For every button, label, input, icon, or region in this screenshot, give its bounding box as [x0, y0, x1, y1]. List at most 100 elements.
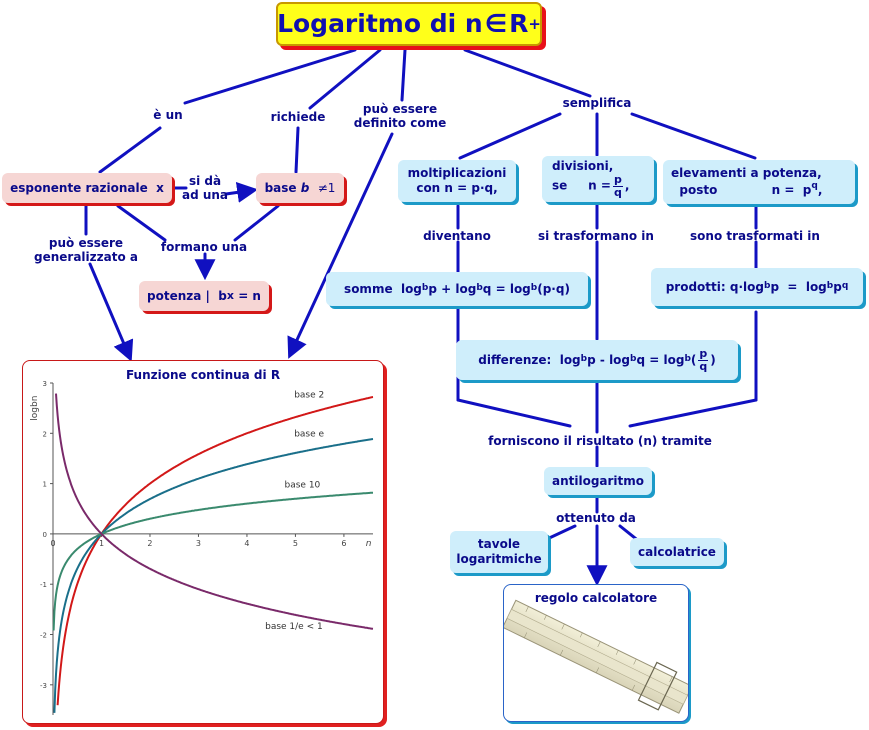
link-definito-come-line2: definito come: [353, 116, 447, 131]
somme-log-2: log: [455, 281, 477, 296]
node-elevamenti[interactable]: elevamenti a potenza, posto n = pq,: [663, 160, 855, 204]
y-tick-label-2: 2: [43, 430, 47, 438]
link-formano-una: formano una: [160, 240, 248, 254]
title-set: R: [509, 9, 529, 39]
x-tick-label-1: 1: [99, 539, 104, 548]
elevamenti-q: q: [811, 181, 818, 191]
elevamenti-n-eq: n =: [771, 183, 795, 197]
potenza-eq: = n: [238, 288, 261, 303]
differenze-den: q: [699, 359, 708, 373]
somme-q: q: [482, 281, 492, 296]
link-si-da-line1: si dà: [188, 174, 222, 188]
calcolatrice-label: calcolatrice: [638, 544, 716, 559]
node-calcolatrice[interactable]: calcolatrice: [630, 538, 724, 566]
title-text: Logaritmo di n: [277, 9, 483, 39]
node-moltiplicazioni[interactable]: moltiplicazioni con n = p·q,: [398, 160, 516, 202]
prodotti-log-1: log: [743, 279, 764, 294]
series-label-1: base 2: [294, 390, 324, 400]
divisioni-line1: divisioni,: [552, 159, 614, 174]
differenze-close: ): [710, 352, 716, 367]
differenze-base-1: b: [580, 354, 588, 365]
x-tick-label-6: 6: [341, 539, 346, 548]
link-generalizzato-line2: generalizzato a: [34, 250, 138, 265]
link-e-un: è un: [153, 108, 183, 122]
link-semplifica: semplifica: [562, 96, 632, 110]
elevamenti-p: p: [802, 183, 812, 197]
differenze-log-3: log: [663, 352, 685, 367]
node-antilogaritmo[interactable]: antilogaritmo: [544, 467, 652, 495]
base-label: base: [264, 180, 297, 195]
tavole-line2: logaritmiche: [456, 552, 542, 566]
prodotti-label: prodotti:: [665, 279, 726, 294]
prodotti-eq: =: [787, 279, 798, 294]
x-tick-label-4: 4: [244, 539, 249, 548]
slide-rule-image: [504, 599, 688, 714]
somme-p: p: [428, 281, 437, 296]
link-si-da-ad-una: si dà ad una: [182, 174, 228, 203]
differenze-base-3: b: [684, 354, 691, 365]
divisioni-comma: ,: [624, 179, 630, 193]
prodotti-log-2: log: [805, 279, 827, 294]
series-label-3: base 10: [285, 480, 321, 490]
link-forniscono: forniscono il risultato (n) tramite: [488, 434, 712, 448]
link-puo-essere-gen-line1: può essere: [48, 236, 124, 250]
prodotti-q-sup: q: [841, 281, 849, 292]
series-line-3: [52, 491, 373, 631]
base-condition: ≠1: [317, 180, 336, 195]
elevamenti-line1: elevamenti a potenza,: [671, 166, 822, 180]
series-line-4: [55, 393, 374, 630]
somme-log-3: log: [509, 281, 531, 296]
differenze-q: q: [636, 352, 646, 367]
regolo-title: regolo calcolatore: [534, 591, 658, 605]
node-esponente-razionale[interactable]: esponente razionale x: [2, 173, 172, 203]
differenze-p: p: [587, 352, 596, 367]
divisioni-den: q: [613, 186, 622, 199]
differenze-log-1: log: [559, 352, 581, 367]
link-diventano: diventano: [423, 229, 491, 243]
tavole-line1: tavole: [477, 537, 521, 551]
regolo-calcolatore-panel[interactable]: regolo calcolatore: [503, 584, 689, 722]
prodotti-base-1: b: [764, 281, 771, 292]
somme-plus: +: [441, 281, 452, 296]
esponente-label: esponente razionale: [10, 180, 148, 195]
esponente-var: x: [156, 180, 164, 195]
series-label-2: base e: [294, 429, 324, 439]
node-base[interactable]: base b ≠1: [256, 173, 344, 203]
series-line-1: [56, 396, 374, 706]
x-tick-label-0: 0: [50, 539, 55, 548]
differenze-minus: -: [599, 352, 605, 367]
series-label-4: base 1/e < 1: [265, 622, 323, 632]
prodotti-p-2: p: [833, 279, 842, 294]
y-tick-label-1: 1: [43, 481, 47, 489]
link-ottenuto-da: ottenuto da: [556, 511, 636, 525]
antilogaritmo-label: antilogaritmo: [551, 473, 645, 488]
y-tick-label--3: -3: [40, 682, 47, 690]
divisioni-se: se: [552, 179, 568, 193]
link-generalizzato: può essere generalizzato a: [34, 236, 138, 265]
series-line-2: [53, 438, 374, 713]
x-tick-label-3: 3: [196, 539, 201, 548]
x-axis-label: n: [366, 539, 372, 549]
elevamenti-comma: ,: [817, 183, 823, 197]
differenze-open: (: [690, 352, 697, 367]
differenze-label: differenze:: [478, 352, 552, 367]
title-box: Logaritmo di n∈R+: [276, 2, 542, 46]
somme-base-2: b: [476, 283, 483, 294]
potenza-base: b: [218, 288, 227, 303]
chart-title: Funzione continua di R: [125, 368, 281, 382]
y-tick-label-0: 0: [43, 531, 47, 539]
differenze-eq: =: [649, 352, 660, 367]
somme-base-1: b: [421, 283, 429, 294]
y-tick-label--2: -2: [40, 632, 47, 640]
node-tavole-logaritmiche[interactable]: tavole logaritmiche: [450, 531, 548, 573]
